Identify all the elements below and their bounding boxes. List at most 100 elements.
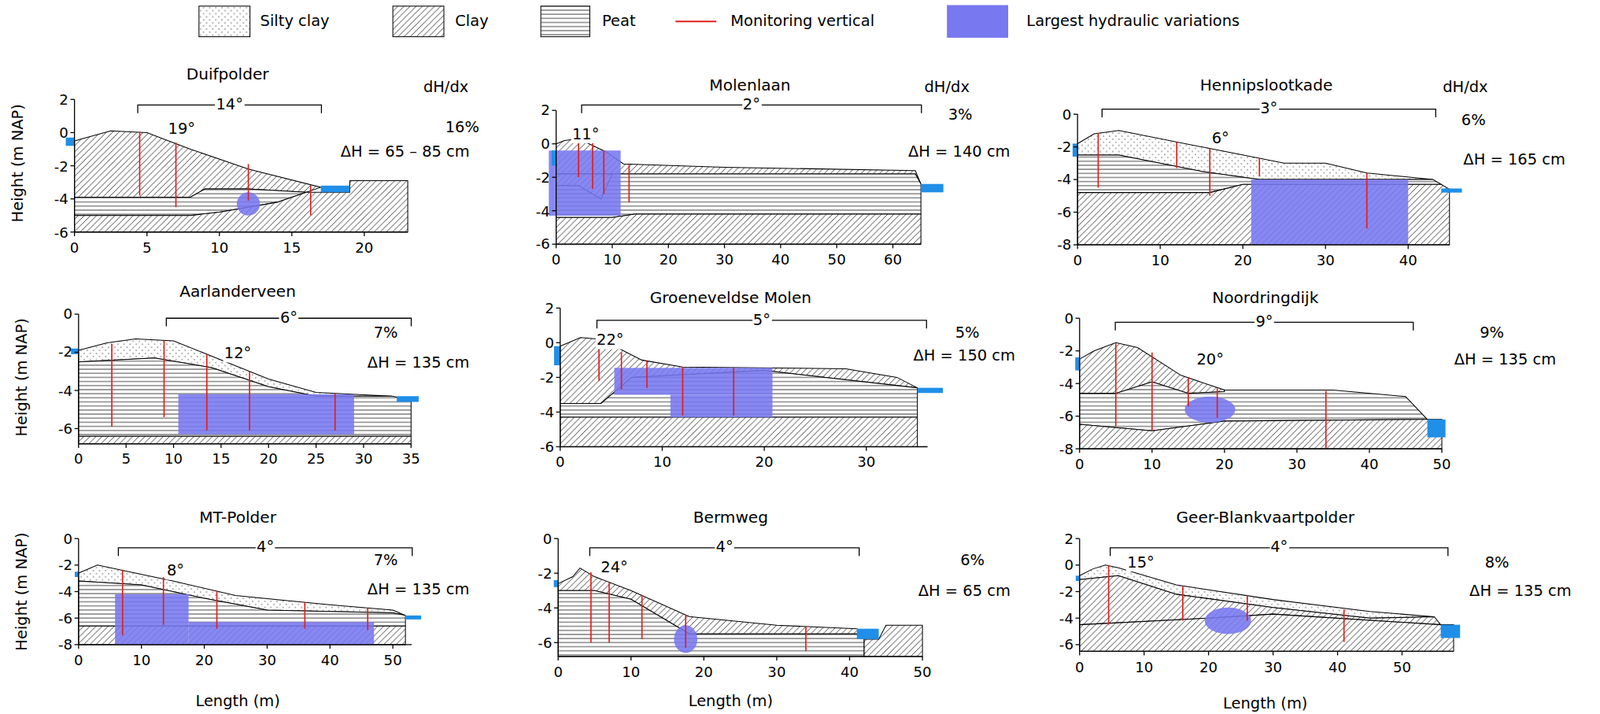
angle-label: 8° bbox=[166, 561, 186, 580]
axis-tick-label: 15 bbox=[282, 239, 301, 256]
soil-layer bbox=[1079, 613, 1454, 651]
axis-tick-label: 30 bbox=[258, 651, 277, 669]
soil-layer bbox=[557, 590, 865, 657]
axis-tick-label: -4 bbox=[58, 583, 73, 600]
axis-tick-label: 2 bbox=[1064, 530, 1074, 547]
cross-section bbox=[554, 538, 923, 661]
axis-tick bbox=[70, 198, 74, 200]
x-axis bbox=[78, 443, 411, 444]
legend-text: Peat bbox=[602, 12, 636, 30]
gradient-heading: dH/dx bbox=[423, 78, 469, 97]
axis-tick-label: 10 bbox=[1151, 251, 1170, 269]
axis-tick bbox=[70, 165, 74, 167]
axis-tick-label: -6 bbox=[58, 609, 73, 627]
head-difference: ΔH = 140 cm bbox=[908, 143, 1011, 161]
axis-tick bbox=[74, 351, 79, 353]
axis-tick-label: 2 bbox=[540, 102, 551, 119]
soil-layer bbox=[556, 214, 922, 244]
axis-tick-label: -2 bbox=[54, 157, 69, 174]
legend-swatch bbox=[946, 4, 1009, 37]
axis-tick bbox=[220, 443, 222, 448]
axis-tick-label: 10 bbox=[1134, 657, 1153, 675]
monitoring-vertical bbox=[628, 164, 630, 203]
legend-text: Silty clay bbox=[260, 12, 330, 30]
gradient-value: 7% bbox=[373, 551, 399, 570]
axis-tick-label: 10 bbox=[164, 450, 183, 468]
gradient-value: 6% bbox=[960, 551, 985, 570]
axis-tick bbox=[849, 656, 850, 661]
axis-tick bbox=[362, 443, 364, 448]
axis-title: Height (m NAP) bbox=[13, 317, 31, 437]
soil-layer bbox=[78, 358, 411, 437]
axis-tick-label: -8 bbox=[58, 635, 73, 653]
axis-tick-label: 0 bbox=[70, 239, 80, 256]
axis-title: Height (m NAP) bbox=[9, 103, 27, 222]
axis-tick-label: 0 bbox=[553, 663, 563, 680]
axis-tick-label: 50 bbox=[384, 651, 403, 669]
axis-tick-label: -4 bbox=[537, 599, 552, 617]
water bbox=[554, 346, 561, 366]
hydraulic-zone bbox=[1184, 396, 1235, 423]
axis-tick bbox=[1075, 537, 1080, 539]
axis-tick bbox=[218, 232, 220, 237]
monitoring-vertical bbox=[602, 150, 605, 194]
axis-tick-label: -4 bbox=[58, 382, 73, 400]
axis-tick-label: 20 bbox=[354, 239, 374, 256]
axis-tick-label: -8 bbox=[1056, 236, 1072, 254]
axis-tick-label: 0 bbox=[551, 251, 562, 268]
soil-layer bbox=[74, 130, 322, 197]
axis-tick bbox=[630, 656, 632, 661]
head-difference: ΔH = 65 cm bbox=[918, 582, 1011, 600]
axis-tick bbox=[661, 447, 663, 451]
axis-title: Height (m NAP) bbox=[13, 532, 31, 651]
axis-tick bbox=[556, 376, 561, 378]
water bbox=[857, 628, 880, 640]
axis-tick bbox=[146, 232, 148, 237]
axis-tick-label: 30 bbox=[1263, 657, 1283, 675]
axis-tick bbox=[892, 243, 894, 248]
monitoring-vertical bbox=[366, 608, 369, 631]
panel-title: Geer-Blankvaartpolder bbox=[1175, 509, 1355, 528]
head-difference: ΔH = 135 cm bbox=[1454, 351, 1557, 369]
axis-tick-label: -2 bbox=[1056, 138, 1072, 156]
axis-tick-label: 40 bbox=[840, 663, 859, 680]
axis-tick-label: 10 bbox=[132, 651, 151, 669]
legend-item bbox=[675, 21, 717, 23]
axis-tick-label: 50 bbox=[913, 663, 932, 680]
axis-tick bbox=[1075, 643, 1080, 645]
axis-title: Length (m) bbox=[688, 692, 773, 710]
legend-text: Clay bbox=[454, 12, 488, 30]
axis-tick bbox=[779, 243, 781, 248]
legend-item bbox=[946, 4, 1009, 37]
axis-tick bbox=[1242, 244, 1244, 249]
axis-tick bbox=[775, 656, 777, 661]
legend-item bbox=[540, 6, 590, 37]
axis-tick-label: 5 bbox=[142, 239, 152, 256]
axis-tick bbox=[268, 443, 270, 448]
axis-tick-label: 20 bbox=[195, 651, 214, 669]
axis-tick bbox=[1075, 317, 1080, 319]
axis-tick-label: 10 bbox=[1142, 455, 1161, 473]
axis-tick bbox=[1075, 415, 1080, 417]
cross-section bbox=[1075, 317, 1445, 453]
axis-tick bbox=[1407, 244, 1409, 249]
axis-tick bbox=[1075, 383, 1080, 385]
axis-tick bbox=[74, 537, 79, 539]
axis-tick-label: -2 bbox=[537, 565, 552, 582]
axis-tick-label: -6 bbox=[1059, 407, 1074, 425]
axis-tick-label: 0 bbox=[1072, 251, 1083, 269]
soil-layer bbox=[1079, 419, 1442, 449]
axis-tick bbox=[1075, 564, 1080, 566]
water bbox=[551, 150, 557, 166]
axis-tick bbox=[73, 232, 75, 237]
axis-tick bbox=[551, 110, 556, 111]
axis-tick-label: 0 bbox=[1075, 455, 1085, 473]
monitoring-vertical bbox=[310, 185, 312, 216]
axis-tick bbox=[1073, 243, 1078, 245]
monitoring-vertical bbox=[216, 591, 219, 629]
panel-title: Hennipslootkade bbox=[1200, 77, 1334, 97]
y-axis bbox=[1078, 538, 1080, 651]
angle-label: 20° bbox=[1195, 351, 1225, 369]
axis-tick bbox=[556, 342, 561, 344]
